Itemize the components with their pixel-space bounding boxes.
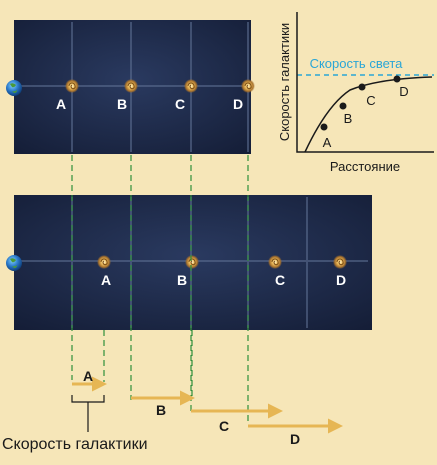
velocity-arrow-label-D: D (290, 431, 300, 447)
speed-bracket (71, 395, 105, 432)
bottom-galaxy-label-A: A (101, 272, 111, 288)
top-galaxy-C-icon (184, 79, 198, 93)
chart-ylabel: Скорость галактики (277, 23, 292, 141)
top-galaxy-label-D: D (233, 96, 243, 112)
chart-point-D (393, 75, 401, 83)
velocity-arrow-label-A: A (83, 368, 93, 384)
top-galaxy-label-B: B (117, 96, 127, 112)
guide-lines (71, 155, 249, 424)
top-galaxy-label-A: A (56, 96, 66, 112)
bottom-galaxy-label-B: B (177, 272, 187, 288)
bottom-galaxy-A-icon (97, 255, 111, 269)
earth-icon (6, 80, 22, 96)
top-galaxy-D-icon (241, 79, 255, 93)
chart-point-label-B: B (344, 111, 353, 126)
chart-point-B (339, 102, 347, 110)
bottom-galaxy-label-D: D (336, 272, 346, 288)
velocity-arrows: A B C D (72, 368, 343, 447)
speed-distance-chart: Скорость света A B C D Расстояние Скорос… (277, 12, 434, 174)
bottom-galaxy-B-icon (185, 255, 199, 269)
caption-galaxy-speed: Скорость галактики (2, 436, 148, 453)
earth-icon (6, 255, 22, 271)
bottom-panel: A B C D (6, 195, 372, 330)
chart-axes (296, 12, 434, 153)
top-galaxy-A-icon (65, 79, 79, 93)
chart-point-label-D: D (399, 84, 408, 99)
bottom-galaxy-D-icon (333, 255, 347, 269)
top-galaxy-label-C: C (175, 96, 185, 112)
chart-point-label-C: C (366, 93, 375, 108)
velocity-arrow-label-C: C (219, 418, 229, 434)
velocity-arrow-label-B: B (156, 402, 166, 418)
chart-point-label-A: A (323, 135, 332, 150)
top-galaxy-B-icon (124, 79, 138, 93)
chart-point-A (320, 123, 328, 131)
chart-xlabel: Расстояние (330, 159, 400, 174)
chart-point-C (358, 83, 366, 91)
top-panel: A B C D (6, 20, 255, 154)
chart-curve (304, 76, 433, 153)
bottom-galaxy-C-icon (268, 255, 282, 269)
chart-limit-label: Скорость света (310, 56, 404, 71)
bottom-galaxy-label-C: C (275, 272, 285, 288)
